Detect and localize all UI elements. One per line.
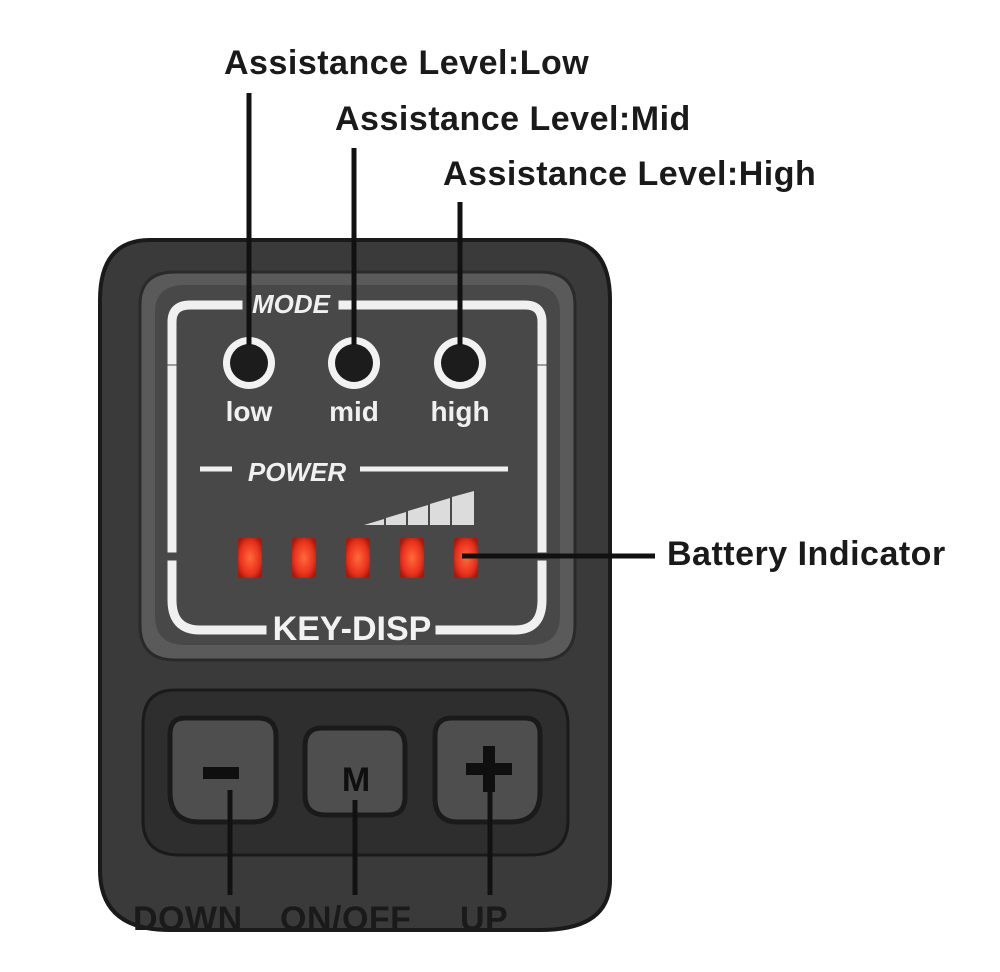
callout-assistance-mid: Assistance Level:Mid [335, 100, 691, 138]
screen-frame [167, 300, 547, 635]
callout-assistance-high: Assistance Level:High [443, 155, 817, 193]
mode-label: MODE [252, 289, 331, 319]
callout-battery-indicator: Battery Indicator [667, 535, 946, 573]
down-button[interactable] [167, 715, 279, 825]
leader-lines [227, 93, 655, 895]
up-button[interactable] [432, 715, 543, 825]
callout-up: UP [460, 900, 509, 938]
brand-label: KEY-DISP [273, 610, 432, 648]
plus-icon [466, 746, 512, 792]
callout-assistance-low: Assistance Level:Low [224, 44, 590, 82]
battery-led-1 [238, 538, 262, 578]
power-label: POWER [248, 457, 346, 487]
callout-down: DOWN [133, 900, 243, 938]
mode-led-low-label: low [226, 396, 273, 427]
battery-led-3 [346, 538, 370, 578]
battery-level-wedge-icon [364, 491, 474, 525]
mode-led-mid-label: mid [329, 396, 379, 427]
battery-led-2 [292, 538, 316, 578]
mode-button[interactable]: M [302, 725, 408, 818]
callout-on-off: ON/OFF [280, 900, 412, 938]
minus-icon [203, 767, 239, 779]
battery-led-4 [400, 538, 424, 578]
mode-button-symbol: M [342, 761, 370, 799]
mode-led-low [223, 337, 275, 389]
mode-led-mid [328, 337, 380, 389]
mode-led-high [434, 337, 486, 389]
mode-led-high-label: high [430, 396, 489, 427]
